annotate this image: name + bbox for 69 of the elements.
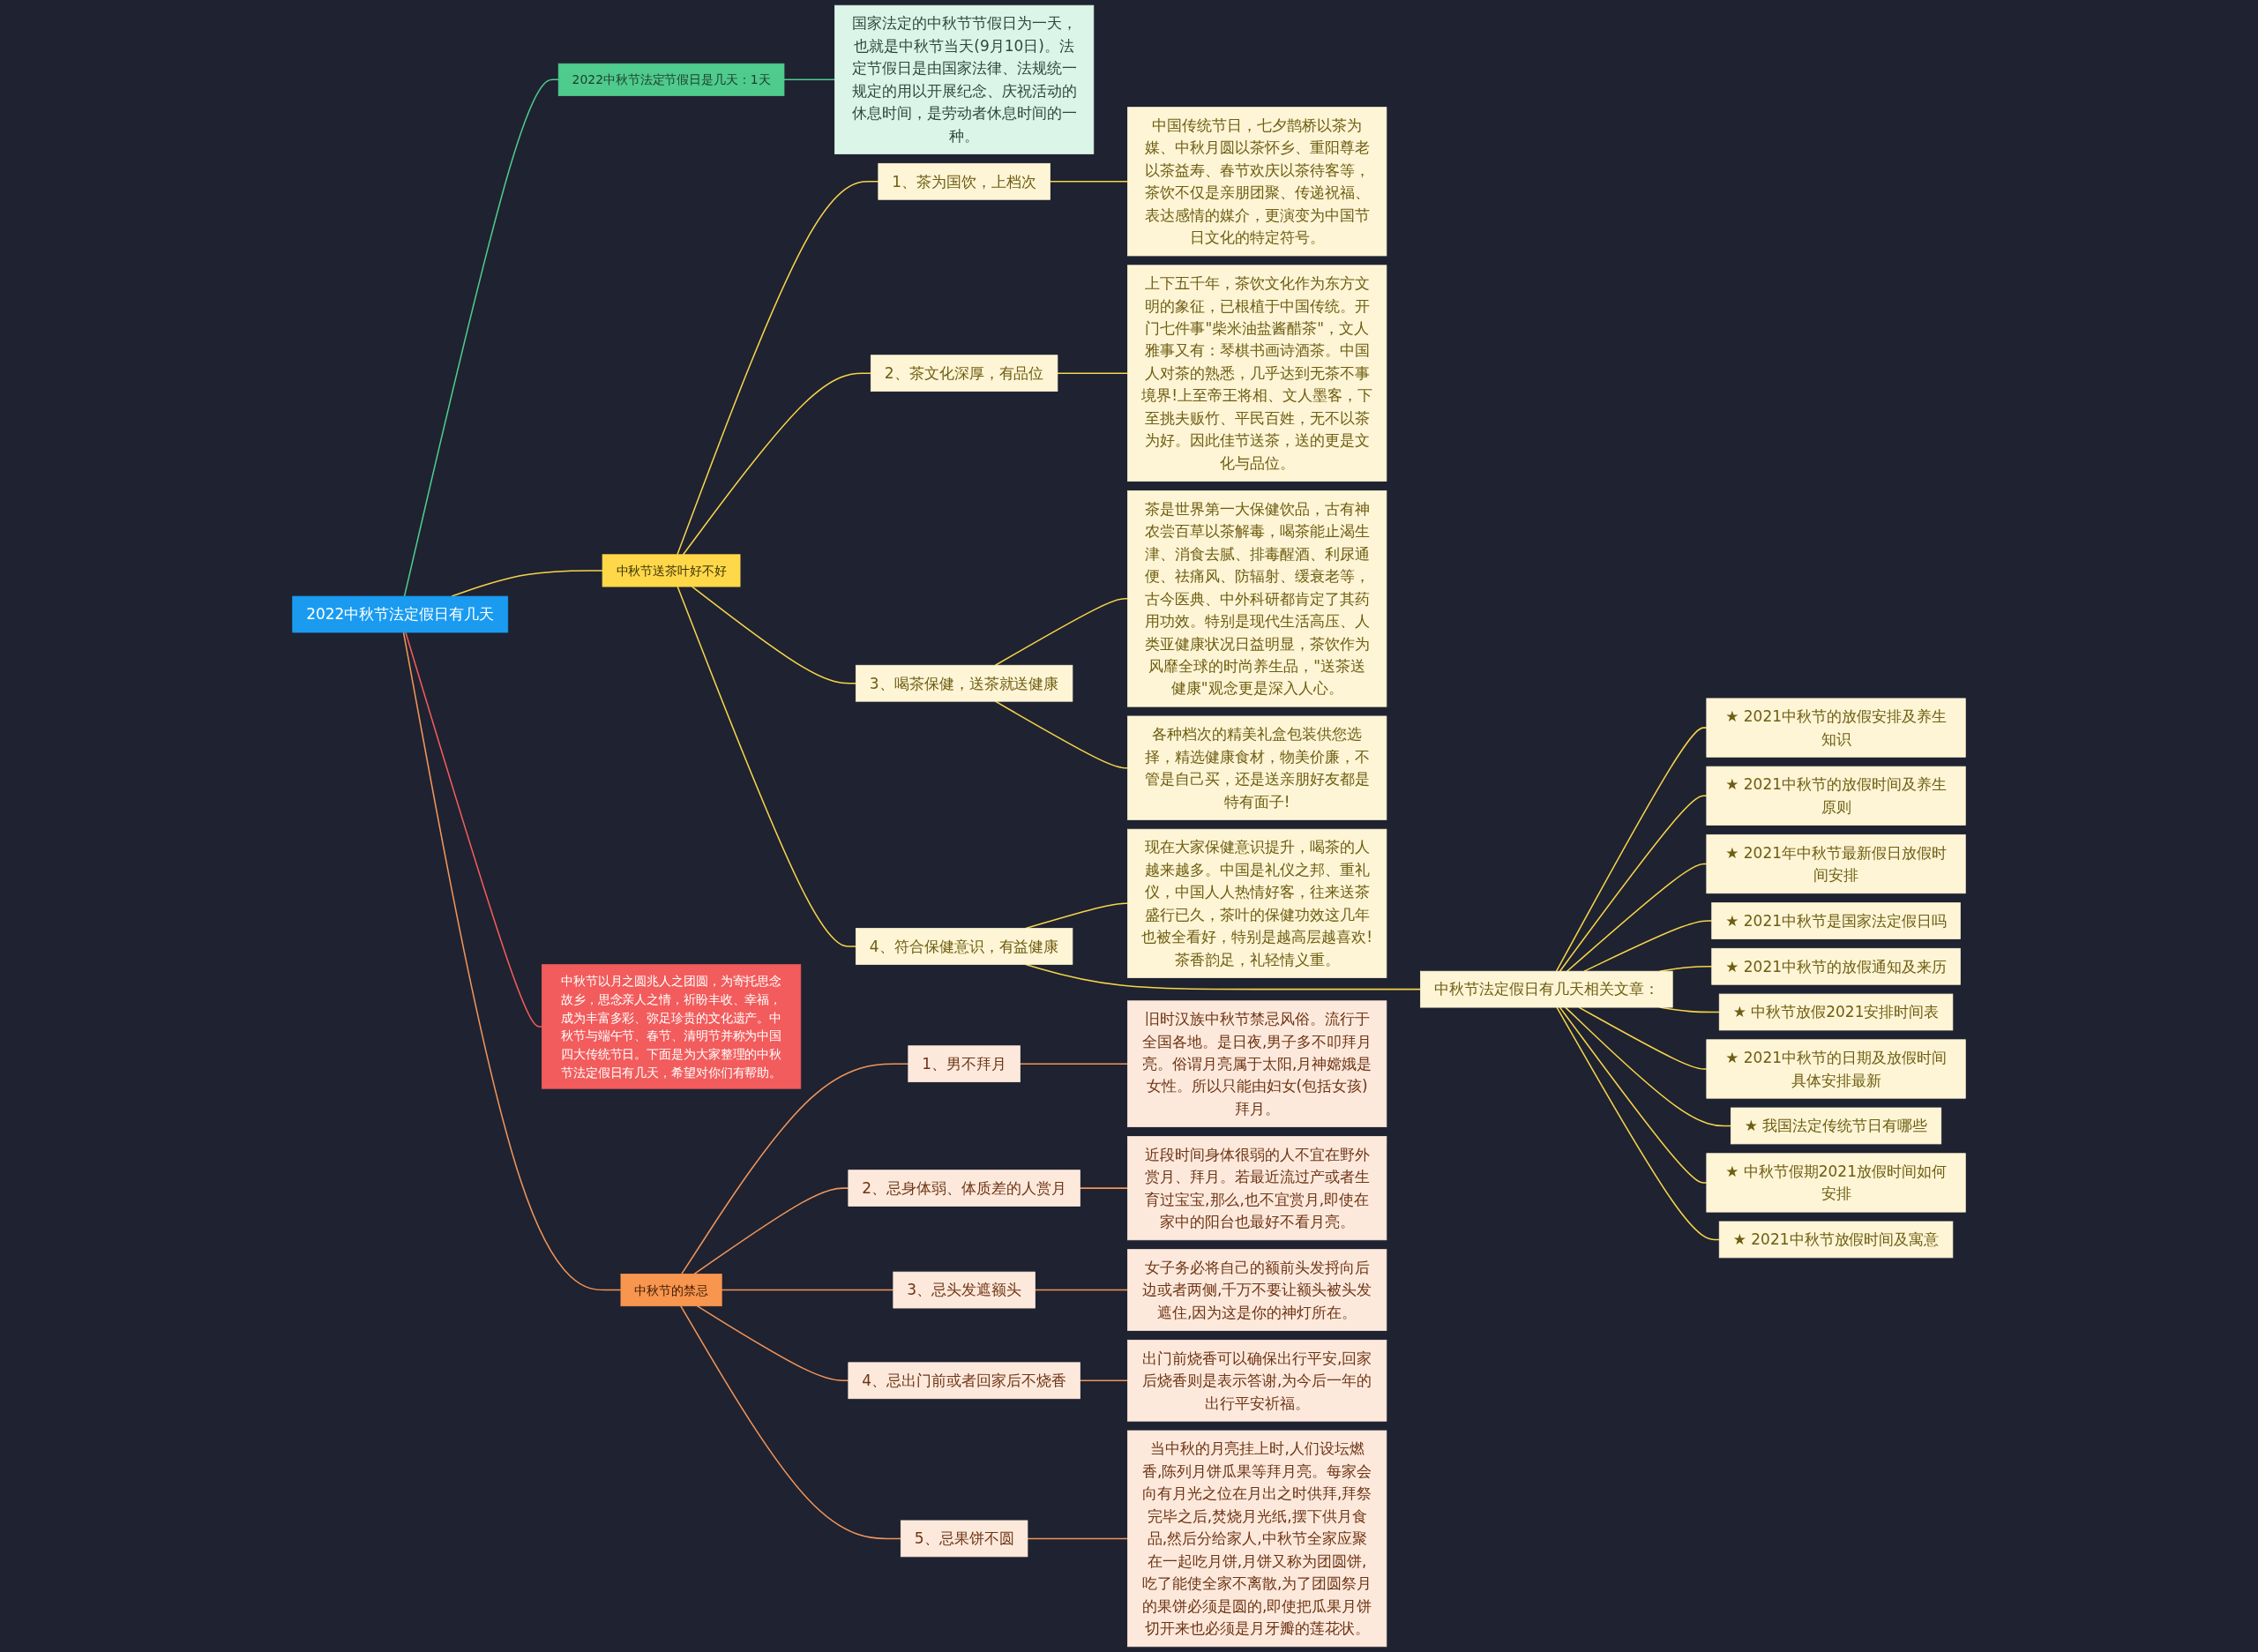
connector <box>1556 1006 1720 1241</box>
node-box: ★ 2021中秋节的放假安排及养生知识 <box>1706 698 1966 758</box>
node-box: 1、男不拜月 <box>908 1045 1021 1083</box>
connector <box>1559 1006 1708 1184</box>
connector <box>1057 372 1129 374</box>
node-box: 中秋节的禁忌 <box>620 1274 722 1307</box>
connector <box>1578 1006 1708 1070</box>
node-box: 女子务必将自己的额前头发捋向后边或者两侧,千万不要让额头被头发遮住,因为这是你的神灯所在。 <box>1127 1249 1387 1331</box>
node-box: ★ 2021中秋节的放假时间及养生原则 <box>1706 766 1966 826</box>
node-box: 现在大家保健意识提升，喝茶的人越来越多。中国是礼仪之邦、重礼仪，中国人人热情好客，往来送茶盛行已久，茶叶的保健功效这几年也被全看好，特别是越高层越喜欢!茶香韵足，礼轻情义重。 <box>1127 828 1387 978</box>
node-box: 4、忌出门前或者回家后不烧香 <box>848 1362 1080 1400</box>
connector <box>994 700 1129 769</box>
connector <box>696 1304 849 1382</box>
connector <box>677 181 879 556</box>
node-box: ★ 2021年中秋节最新假日放假时间安排 <box>1706 833 1966 894</box>
connector <box>1566 863 1708 972</box>
connector <box>1027 1537 1129 1540</box>
node-box: 2022中秋节法定假日有几天 <box>292 595 509 633</box>
node-box: 5、忌果饼不圆 <box>900 1520 1028 1558</box>
node-box: ★ 2021中秋节是国家法定假日吗 <box>1711 902 1961 939</box>
connector <box>1025 963 1422 990</box>
node-box: 当中秋的月亮挂上时,人们设坛燃香,陈列月饼瓜果等拜月亮。每家会向有月光之位在月出之时供拜,拜祭完毕之后,焚烧月光纸,摆下供月食品,然后分给家人,中秋节全家应聚在一起吃月饼,月饼又称为团圆饼,吃了能使全家不离散,为了团圆祭月的果饼必须是圆的,即使把瓜果月饼切开来也必须是月牙瓣的莲花状。 <box>1127 1430 1387 1648</box>
connector <box>1583 920 1713 972</box>
connector <box>1555 727 1708 972</box>
node-box: 上下五千年，茶饮文化作为东方文明的象征，已根植于中国传统。开门七件事"柴米油盐酱醋茶"，文人雅事又有：琴棋书画诗酒茶。中国人对茶的熟悉，几乎达到无茶不事境界!上至帝王将相、文人墨客，下至挑夫贩竹、平民百姓，无不以茶为好。因此佳节送茶，送的更是文化与品位。 <box>1127 265 1387 482</box>
node-box: ★ 2021中秋节放假时间及寓意 <box>1718 1221 1954 1259</box>
connector <box>1565 1006 1732 1127</box>
node-box: 国家法定的中秋节节假日为一天，也就是中秋节当天(9月10日)。法定节假日是由国家法律、法规统一规定的用以开展纪念、庆祝活动的休息时间，是劳动者休息时间的一种。 <box>834 4 1095 154</box>
connector <box>681 1063 909 1275</box>
node-box: 中秋节送茶叶好不好 <box>602 554 741 587</box>
node-box: ★ 中秋节放假2021安排时间表 <box>1718 993 1954 1031</box>
node-box: 4、符合保健意识，有益健康 <box>855 928 1073 965</box>
node-box: 3、喝茶保健，送茶就送健康 <box>855 664 1073 702</box>
node-box: ★ 中秋节假期2021放假时间如何安排 <box>1706 1153 1966 1213</box>
connector <box>402 632 622 1291</box>
node-box: 2022中秋节法定节假日是几天：1天 <box>557 63 785 96</box>
node-box: 1、茶为国饮，上档次 <box>878 162 1050 200</box>
connector <box>1559 795 1708 972</box>
connector <box>680 1304 902 1540</box>
connector <box>1034 1289 1129 1291</box>
node-box: ★ 2021中秋节的日期及放假时间具体安排最新 <box>1706 1039 1966 1099</box>
node-box: 茶是世界第一大保健饮品，古有神农尝百草以茶解毒，喝茶能止渴生津、消食去腻、排毒醒酒、利尿通便、祛痛风、防辐射、缓衰老等，古今医典、中外科研都肯定了其药用功效。特别是现代生活高压、人类亚健康状况日益明显，茶饮作为风靡全球的时尚养生品，"送茶送健康"观念更是深入人心。 <box>1127 490 1387 707</box>
connector <box>405 632 543 1028</box>
connector <box>994 598 1129 667</box>
connector <box>682 372 872 556</box>
node-box: 中秋节法定假日有几天相关文章： <box>1420 970 1673 1008</box>
connector <box>721 1289 894 1291</box>
connector <box>451 570 603 597</box>
connector <box>1019 1063 1129 1065</box>
node-box: 近段时间身体很弱的人不宜在野外赏月、拜月。若最近流过产或者生育过宝宝,那么,也不宜赏月,即使在家中的阳台也最好不看月亮。 <box>1127 1136 1387 1241</box>
node-box: ★ 2021中秋节的放假通知及来历 <box>1711 947 1961 985</box>
connector <box>1079 1187 1129 1189</box>
node-box: 3、忌头发遮额头 <box>893 1271 1036 1309</box>
node-box: 出门前烧香可以确保出行平安,回家后烧香则是表示答谢,为今后一年的出行平安祈福。 <box>1127 1339 1387 1422</box>
node-box: ★ 我国法定传统节日有哪些 <box>1730 1107 1942 1145</box>
connector <box>1025 902 1129 930</box>
connector <box>1049 181 1129 183</box>
node-box: 各种档次的精美礼盒包装供您选择，精选健康食材，物美价廉，不管是自己买，还是送亲朋好友都是特有面子! <box>1127 715 1387 820</box>
node-box: 中秋节以月之圆兆人之团圆，为寄托思念故乡，思念亲人之情，祈盼丰收、幸福，成为丰富多彩、弥足珍贵的文化遗产。中秋节与端午节、春节、清明节并称为中国四大传统节日。下面是为大家整理的中秋节法定假日有几天，希望对你们有帮助。 <box>541 964 802 1089</box>
connector <box>693 1187 849 1275</box>
connector <box>403 78 559 597</box>
connector <box>691 586 857 684</box>
node-box: 旧时汉族中秋节禁忌风俗。流行于全国各地。是日夜,男子多不叩拜月亮。俗谓月亮属于太阳,月神嫦娥是女性。所以只能由妇女(包括女孩)拜月。 <box>1127 1000 1387 1127</box>
node-box: 中国传统节日，七夕鹊桥以茶为媒、中秋月圆以茶怀乡、重阳尊老以茶益寿、春节欢庆以茶待客等，茶饮不仅是亲朋团聚、传递祝福、表达感情的媒介，更演变为中国节日文化的特定符号。 <box>1127 107 1387 257</box>
connector <box>1079 1379 1129 1382</box>
connector <box>677 586 857 947</box>
connector <box>783 78 836 81</box>
node-box: 2、茶文化深厚，有品位 <box>870 355 1058 392</box>
node-box: 2、忌身体弱、体质差的人赏月 <box>848 1170 1080 1207</box>
